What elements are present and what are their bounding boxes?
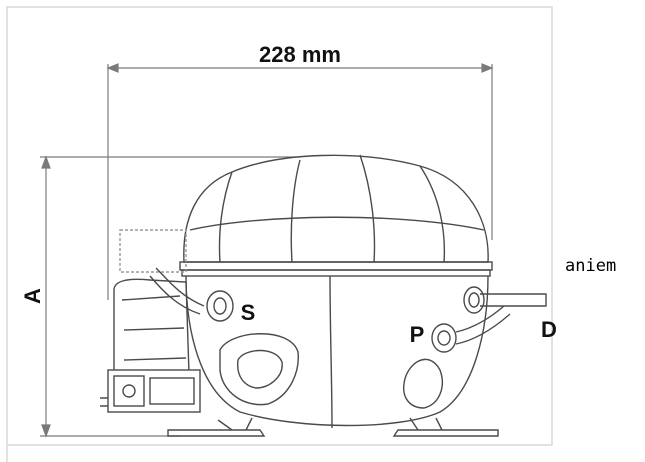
side-text: aniem bbox=[565, 256, 617, 276]
discharge-port-label: D bbox=[541, 317, 557, 342]
process-port-label: P bbox=[410, 322, 425, 347]
width-dimension bbox=[106, 63, 494, 300]
height-label: A bbox=[20, 288, 45, 304]
frame-border bbox=[6, 6, 553, 446]
width-label: 228 mm bbox=[259, 42, 341, 67]
compressor-body bbox=[100, 154, 547, 437]
suction-port-label: S bbox=[241, 300, 256, 325]
